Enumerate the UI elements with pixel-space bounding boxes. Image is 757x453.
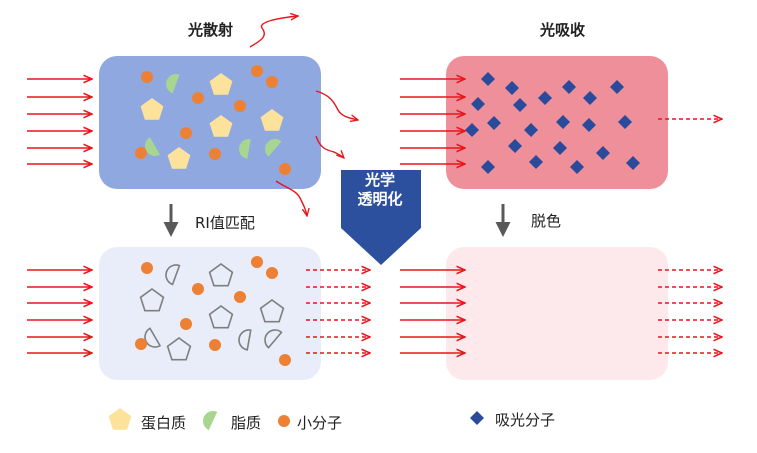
- lipid-shape: [239, 139, 251, 159]
- absorber-diamond: [505, 81, 519, 95]
- optical-clearing-badge: [341, 170, 421, 265]
- small-molecule-dot: [141, 262, 153, 274]
- absorber-diamond: [562, 80, 576, 94]
- absorber-diamond: [481, 72, 495, 86]
- incident-light-arrows: [27, 79, 722, 353]
- small-molecule-dot: [141, 71, 153, 83]
- small-molecule-dot: [251, 65, 263, 77]
- badge-line-1: 光学: [364, 171, 395, 189]
- scattered-light-arrow: [249, 16, 298, 48]
- cleared-absorption-box: [446, 247, 668, 380]
- protein-shape: [208, 263, 234, 287]
- small-molecule-dot: [266, 76, 278, 88]
- absorber-diamond: [508, 139, 522, 153]
- lipid-shape: [144, 327, 162, 348]
- protein-shape: [208, 305, 234, 329]
- scattered-light-arrow: [315, 135, 344, 158]
- absorber-diamond: [570, 160, 584, 174]
- legend-small-molecule-label: 小分子: [297, 414, 343, 432]
- particles: [108, 65, 640, 431]
- absorber-diamond: [626, 156, 640, 170]
- scattered-light-arrow: [275, 180, 307, 216]
- absorber-diamond: [513, 98, 527, 112]
- absorber-diamond: [610, 80, 624, 94]
- scattered-light-arrow: [315, 90, 358, 120]
- absorber-diamond: [465, 123, 479, 137]
- legend-protein-icon: [108, 408, 132, 430]
- protein-shape: [167, 147, 191, 169]
- protein-shape: [166, 337, 192, 361]
- decolor-label: 脱色: [531, 212, 562, 230]
- absorber-diamond: [553, 141, 567, 155]
- absorber-diamond: [481, 160, 495, 174]
- small-molecule-dot: [180, 318, 192, 330]
- scattered-light-arrows: [249, 16, 358, 216]
- small-molecule-dot: [192, 92, 204, 104]
- protein-shape: [140, 98, 164, 120]
- small-molecule-dot: [279, 163, 291, 175]
- absorber-diamond: [524, 123, 538, 137]
- protein-shape: [260, 109, 284, 131]
- small-molecule-dot: [209, 148, 221, 160]
- legend-absorber-label: 吸光分子: [495, 411, 556, 429]
- absorber-diamond: [583, 91, 597, 105]
- protein-shape: [209, 73, 233, 95]
- lipid-shape: [166, 74, 180, 94]
- small-molecule-dot: [135, 338, 147, 350]
- small-molecule-dot: [234, 100, 246, 112]
- lipid-shape: [144, 137, 160, 156]
- legend-protein-label: 蛋白质: [141, 414, 187, 432]
- small-molecule-dot: [180, 127, 192, 139]
- absorber-diamond: [596, 146, 610, 160]
- legend-lipid-icon: [203, 411, 218, 431]
- legend-small-molecule-icon: [278, 415, 290, 427]
- small-molecule-dot: [192, 283, 204, 295]
- legend-lipid-label: 脂质: [231, 414, 262, 432]
- lipid-shape: [264, 329, 283, 349]
- absorber-diamond: [556, 115, 570, 129]
- badge-line-2: 透明化: [357, 190, 403, 208]
- absorber-diamond: [538, 91, 552, 105]
- lipid-shape: [165, 264, 181, 286]
- absorber-diamond: [529, 155, 543, 169]
- optical-clearing-label: 光学 透明化: [340, 171, 420, 209]
- lipid-shape: [265, 139, 282, 157]
- small-molecule-dot: [266, 267, 278, 279]
- scattering-title: 光散射: [188, 21, 234, 39]
- small-molecule-dot: [279, 354, 291, 366]
- lipid-shape: [238, 329, 252, 351]
- small-molecule-dot: [234, 291, 246, 303]
- small-molecule-dot: [251, 256, 263, 268]
- ri-match-label: RI值匹配: [195, 214, 255, 232]
- absorption-title: 光吸收: [540, 21, 586, 39]
- small-molecule-dot: [209, 339, 221, 351]
- protein-shape: [139, 288, 165, 312]
- protein-shape: [209, 115, 233, 137]
- absorber-diamond: [471, 97, 485, 111]
- legend-absorber-icon: [470, 411, 484, 425]
- protein-shape: [259, 299, 285, 323]
- absorber-diamond: [582, 118, 596, 132]
- small-molecule-dot: [135, 147, 147, 159]
- absorber-diamond: [487, 116, 501, 130]
- absorber-diamond: [618, 115, 632, 129]
